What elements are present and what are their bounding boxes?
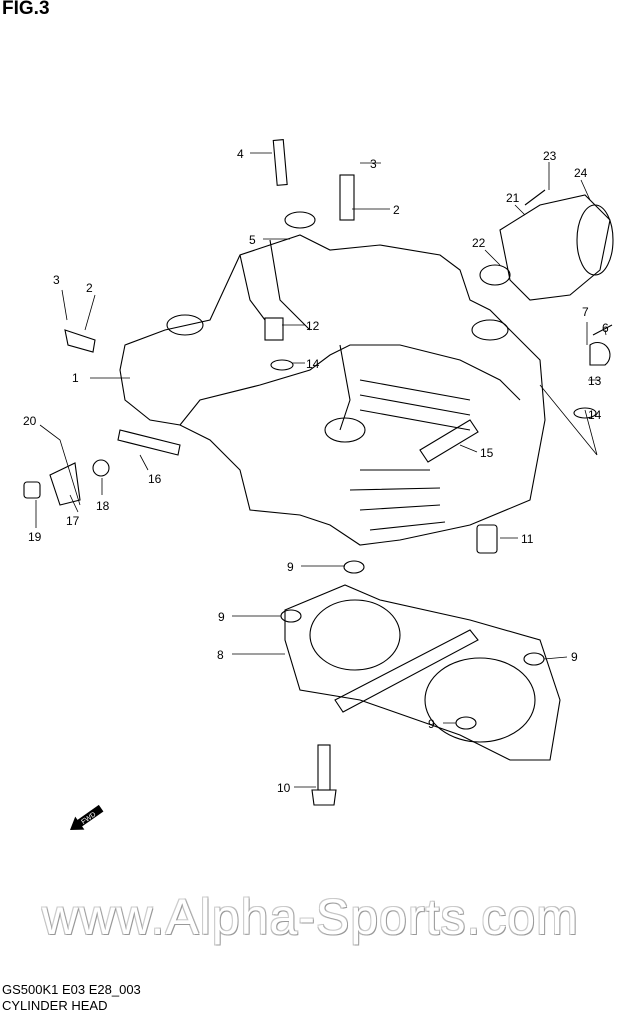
callout-9: 9 — [571, 650, 578, 664]
leader-lines — [35, 152, 607, 788]
callout-22: 22 — [472, 236, 486, 250]
callout-11: 11 — [521, 532, 534, 546]
callout-9: 9 — [287, 560, 294, 574]
diagram-name: CYLINDER HEAD — [2, 998, 108, 1013]
callout-24: 24 — [574, 166, 588, 180]
callout-14: 14 — [306, 357, 320, 371]
callout-9: 9 — [428, 717, 435, 731]
cylinder-head-part[interactable] — [119, 211, 546, 546]
callout-20: 20 — [23, 414, 37, 428]
fwd-label: FWD — [80, 811, 97, 826]
callout-16: 16 — [148, 472, 162, 486]
callout-2: 2 — [86, 281, 93, 295]
callout-19: 19 — [28, 530, 42, 544]
callout-2: 2 — [393, 203, 400, 217]
callout-labels: 4 3 2 23 24 21 22 5 3 2 12 76 1 14 13 14 20 15 16 17 18 19 11 9… — [23, 147, 609, 795]
callout-4: 4 — [237, 147, 244, 161]
small-parts — [23, 139, 613, 806]
callout-15: 15 — [480, 446, 494, 460]
callout-9: 9 — [218, 610, 225, 624]
callout-5: 5 — [249, 233, 256, 247]
callout-8: 8 — [217, 648, 224, 662]
callout-12: 12 — [306, 319, 320, 333]
callout-3: 3 — [53, 273, 60, 287]
callout-17: 17 — [66, 514, 80, 528]
fwd-arrow-icon: FWD — [70, 804, 104, 830]
callout-10: 10 — [277, 781, 291, 795]
callout-7: 7 — [582, 305, 589, 319]
callout-3: 3 — [370, 157, 377, 171]
callout-13: 13 — [588, 374, 602, 388]
diagram-code: GS500K1 E03 E28_003 — [2, 982, 141, 997]
callout-14: 14 — [588, 408, 602, 422]
callout-21: 21 — [506, 191, 520, 205]
watermark: www.Alpha-Sports.com — [42, 889, 579, 945]
callout-18: 18 — [96, 499, 110, 513]
intake-pipe-part[interactable] — [479, 194, 614, 301]
callout-1: 1 — [72, 371, 79, 385]
callout-6: 6 — [602, 321, 609, 335]
figure-title: FIG.3 — [2, 0, 50, 19]
callout-23: 23 — [543, 149, 557, 163]
head-gasket-part[interactable] — [284, 584, 561, 761]
